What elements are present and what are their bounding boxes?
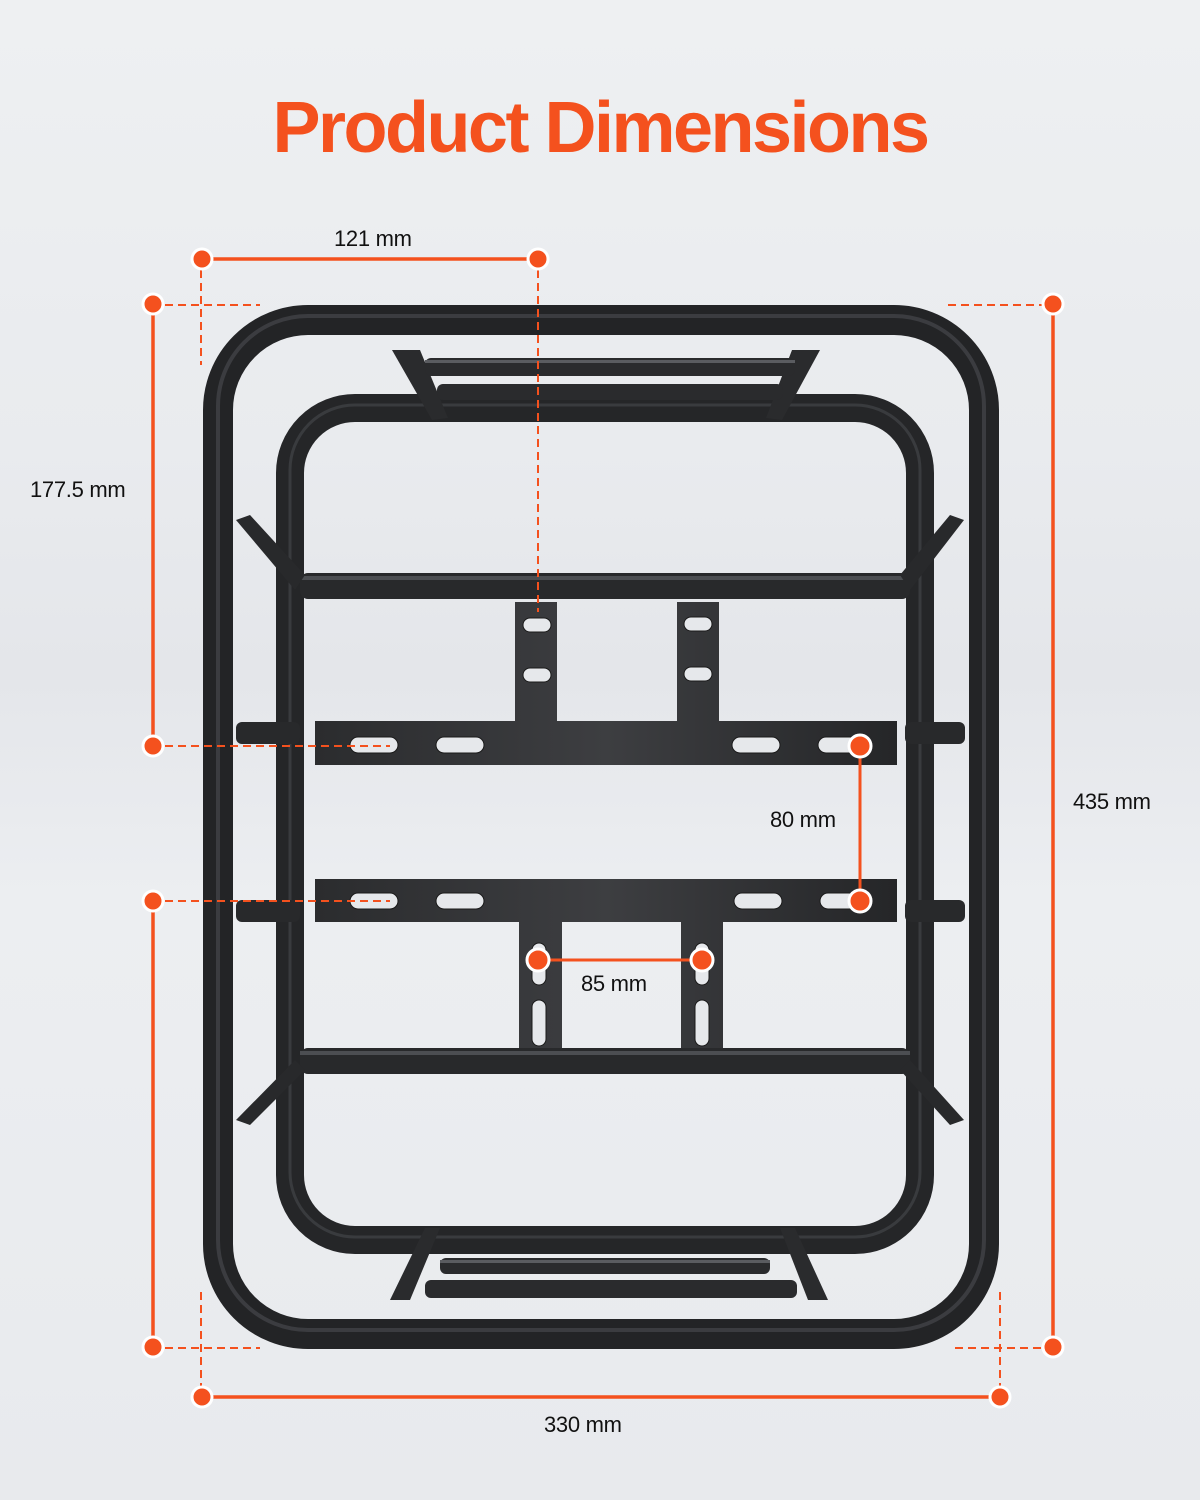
dimension-label-top-width: 121 mm [334,226,412,251]
dimension-label-upper-height: 177.5 mm [30,477,126,502]
page-title: Product Dimensions [272,88,930,168]
top-ladder [392,350,820,420]
dimension-lines [151,257,1055,1399]
inner-frame [276,394,934,1254]
cross-bars [236,515,965,1125]
dimension-label-total-height: 435 mm [1073,789,1151,814]
dimension-label-total-width: 330 mm [544,1412,622,1437]
dimension-endpoints [141,247,1065,1409]
outer-frame [203,305,999,1349]
dimension-label-slot-spacing: 85 mm [581,971,647,996]
upper-mount-plate [315,602,897,765]
lower-mount-plate [315,879,897,1048]
dimension-label-plate-spacing: 80 mm [770,807,836,832]
bottom-ladder [390,1228,828,1300]
